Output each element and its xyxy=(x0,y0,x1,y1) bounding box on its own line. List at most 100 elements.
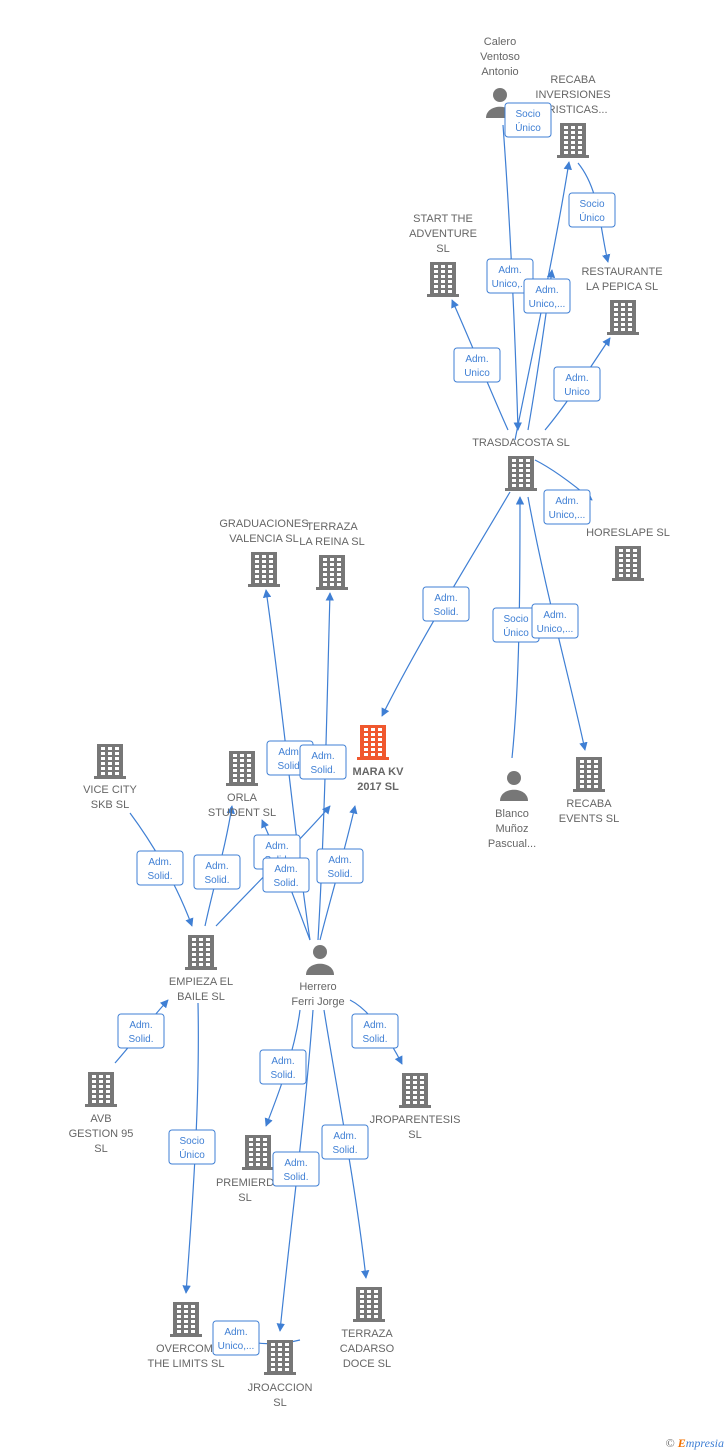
edge-label-e3[interactable]: Adm.Unico,... xyxy=(523,278,571,314)
trasdacosta-building-icon xyxy=(505,456,537,491)
mara-building-icon xyxy=(357,725,389,760)
node-label: SL xyxy=(273,1397,286,1409)
node-label: VICE CITY xyxy=(83,784,137,796)
edge-label-line: Adm. xyxy=(555,496,578,507)
empieza-building-icon xyxy=(185,935,217,970)
herrero-person-icon xyxy=(306,945,334,975)
edge-label-line: Adm. xyxy=(265,841,288,852)
edge-label-line: Solid. xyxy=(204,875,229,886)
node-label: MARA KV xyxy=(353,766,405,778)
node-mara[interactable]: MARA KV 2017 SL xyxy=(353,725,405,793)
edge-label-e13[interactable]: Adm.Solid. xyxy=(136,850,184,886)
node-label: SL xyxy=(408,1129,421,1141)
edge-label-e23[interactable]: Adm.Solid. xyxy=(272,1151,320,1187)
overcomi-building-icon xyxy=(170,1302,202,1337)
edge-label-e5[interactable]: Adm. Unico xyxy=(453,347,501,383)
edge-label-line: Unico,... xyxy=(529,299,566,310)
node-label: Muñoz xyxy=(495,823,528,835)
node-recaba_inv[interactable]: RECABAINVERSIONES...RISTICAS... xyxy=(535,74,611,158)
edge-label-e22[interactable]: Adm.Solid. xyxy=(321,1124,369,1160)
node-label: Herrero xyxy=(299,981,336,993)
node-label: VALENCIA SL xyxy=(229,533,299,545)
edge-label-e18[interactable]: Adm.Solid. xyxy=(117,1013,165,1049)
edge-label-line: Solid. xyxy=(362,1034,387,1045)
edge-label-line: Adm. xyxy=(465,354,488,365)
edge-label-line: Solid. xyxy=(128,1034,153,1045)
restaurante-building-icon xyxy=(607,300,639,335)
edge-label-e8[interactable]: Adm.Solid. xyxy=(422,586,470,622)
edge-label-line: Unico,... xyxy=(537,624,574,635)
node-label: 2017 SL xyxy=(357,781,399,793)
avb-building-icon xyxy=(85,1072,117,1107)
edge-label-e7[interactable]: Adm. Unico,... xyxy=(543,489,591,525)
edge-label-line: Único xyxy=(515,121,541,134)
edge-label-line: Solid. xyxy=(310,765,335,776)
edge-label-line: Unico,... xyxy=(218,1341,255,1352)
brand-initial: E xyxy=(677,1436,686,1450)
node-trasdacosta[interactable]: TRASDACOSTA SL xyxy=(472,437,570,491)
jroparentesis-building-icon xyxy=(399,1073,431,1108)
edge-label-line: Solid. xyxy=(270,1070,295,1081)
node-label: Ferri Jorge xyxy=(291,996,344,1008)
copyright-symbol: © xyxy=(665,1436,675,1450)
edge-label-e6[interactable]: Adm.Unico xyxy=(553,366,601,402)
brand-name: mpresia xyxy=(685,1436,724,1450)
horeslape-building-icon xyxy=(612,546,644,581)
node-label: INVERSIONES xyxy=(535,89,610,101)
edge-label-line: Adm. xyxy=(311,751,334,762)
edge-label-e16[interactable]: Adm.Solid. xyxy=(262,857,310,893)
node-label: Ventoso xyxy=(480,51,520,63)
edge-label-e14[interactable]: Adm.Solid. xyxy=(193,854,241,890)
node-label: SL xyxy=(238,1192,251,1204)
node-label: ADVENTURE xyxy=(409,228,477,240)
edge-label-e20[interactable]: Adm.Solid. xyxy=(351,1013,399,1049)
node-horeslape[interactable]: HORESLAPE SL xyxy=(586,527,670,581)
node-label: EMPIEZA EL xyxy=(169,976,233,988)
edge-label-line: Unico xyxy=(464,368,490,379)
node-label: SL xyxy=(436,243,449,255)
edge-label-e24[interactable]: Adm.Unico,... xyxy=(212,1320,260,1356)
node-label: THE LIMITS SL xyxy=(147,1358,224,1370)
edge-label-e10[interactable]: Adm.Unico,... xyxy=(531,603,579,639)
node-vice[interactable]: VICE CITY SKB SL xyxy=(83,744,138,811)
edge-label-e2[interactable]: Adm.Unico,... xyxy=(486,258,534,294)
node-label: SKB SL xyxy=(91,799,130,811)
node-jroparentesis[interactable]: JROPARENTESIS SL xyxy=(370,1073,461,1141)
empresia-footer: ©Empresia xyxy=(666,1436,724,1451)
edge-label-line: Unico,... xyxy=(549,510,586,521)
edge-label-line: Adm. xyxy=(274,864,297,875)
edge-label-line: Socio xyxy=(515,109,540,120)
edge-label-e17[interactable]: Adm.Solid. xyxy=(316,848,364,884)
edge-label-line: Adm. xyxy=(148,857,171,868)
edge-label-line: Solid. xyxy=(277,761,302,772)
node-label: SL xyxy=(94,1143,107,1155)
node-label: JROPARENTESIS xyxy=(370,1114,461,1126)
recaba_events-building-icon xyxy=(573,757,605,792)
node-blanco[interactable]: BlancoMuñozPascual... xyxy=(488,771,536,850)
edge-label-line: Único xyxy=(579,211,605,224)
graduaciones-building-icon xyxy=(248,552,280,587)
edge-label-e12[interactable]: Adm. Solid. xyxy=(299,744,347,780)
edge-labels-layer: SocioÚnicoAdm.Unico,...Adm.Unico,...Soci… xyxy=(117,102,616,1356)
node-label: Blanco xyxy=(495,808,529,820)
edge-label-line: Único xyxy=(503,626,529,639)
edge-label-line: Único xyxy=(179,1148,205,1161)
edge-label-e21[interactable]: Adm.Solid. xyxy=(259,1049,307,1085)
